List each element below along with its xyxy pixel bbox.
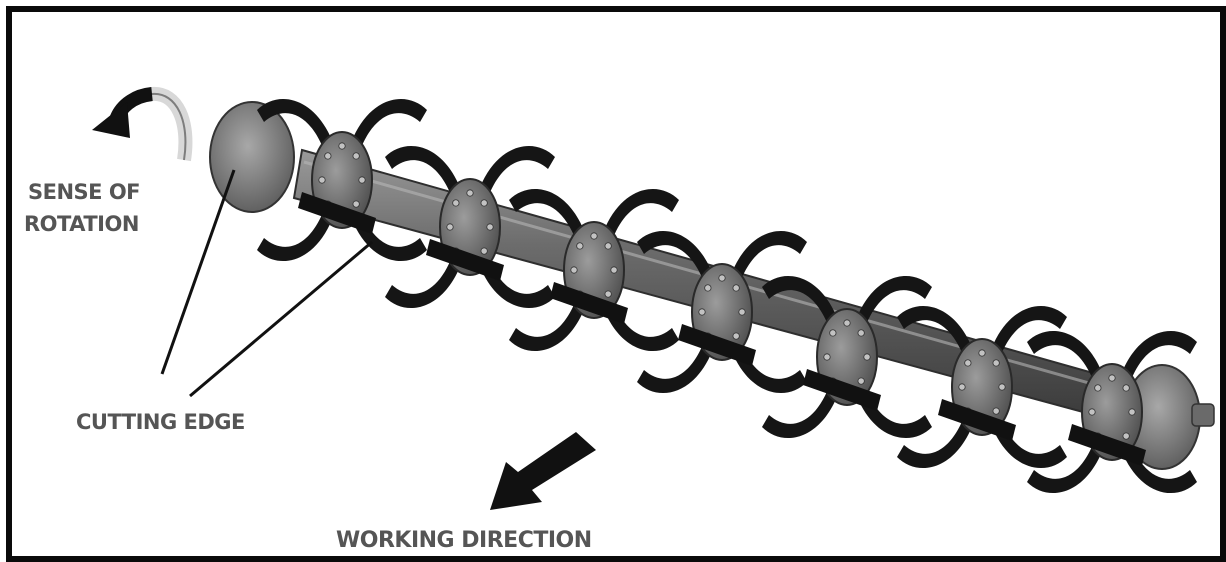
cutting-edge-label: CUTTING EDGE [76, 410, 245, 434]
bolt [353, 201, 359, 207]
bolt [739, 309, 745, 315]
bolt [999, 384, 1005, 390]
bolt [858, 330, 864, 336]
bolt [864, 354, 870, 360]
bolt [1123, 385, 1129, 391]
cutting-edge-pointer-2 [190, 242, 372, 396]
bolt [319, 177, 325, 183]
right-stub [1192, 404, 1214, 426]
bolt [705, 285, 711, 291]
bolt [487, 224, 493, 230]
bolt [824, 354, 830, 360]
bolt [605, 243, 611, 249]
bolt [699, 309, 705, 315]
bolt [339, 143, 345, 149]
bolt [1129, 409, 1135, 415]
bolt [719, 275, 725, 281]
bolt [481, 200, 487, 206]
bolt [993, 408, 999, 414]
bolt [1089, 409, 1095, 415]
blade-assemblies [257, 99, 1197, 493]
bolt [993, 360, 999, 366]
bolt [733, 333, 739, 339]
rotation-label-line1: SENSE OF [28, 180, 140, 204]
bolt [591, 233, 597, 239]
bolt [577, 243, 583, 249]
bolt [1109, 375, 1115, 381]
rotor-illustration [12, 12, 1220, 556]
bolt [733, 285, 739, 291]
rotation-label-line2: ROTATION [24, 212, 139, 236]
bolt [325, 153, 331, 159]
left-hub [210, 102, 294, 212]
bolt [858, 378, 864, 384]
bolt [359, 177, 365, 183]
diagram-frame: SENSE OF ROTATION CUTTING EDGE WORKING D… [6, 6, 1226, 562]
bolt [353, 153, 359, 159]
working-direction-arrow-icon [490, 432, 596, 510]
working-direction-label: WORKING DIRECTION [336, 528, 592, 553]
bolt [979, 350, 985, 356]
bolt [844, 320, 850, 326]
bolt [481, 248, 487, 254]
bolt [467, 190, 473, 196]
bolt [605, 291, 611, 297]
curved-rotation-arrow-icon [92, 94, 185, 160]
bolt [611, 267, 617, 273]
bolt [447, 224, 453, 230]
bolt [1123, 433, 1129, 439]
bolt [965, 360, 971, 366]
cutting-edge-pointer-1 [162, 170, 234, 374]
bolt [1095, 385, 1101, 391]
bolt [453, 200, 459, 206]
bolt [959, 384, 965, 390]
bolt [571, 267, 577, 273]
bolt [830, 330, 836, 336]
